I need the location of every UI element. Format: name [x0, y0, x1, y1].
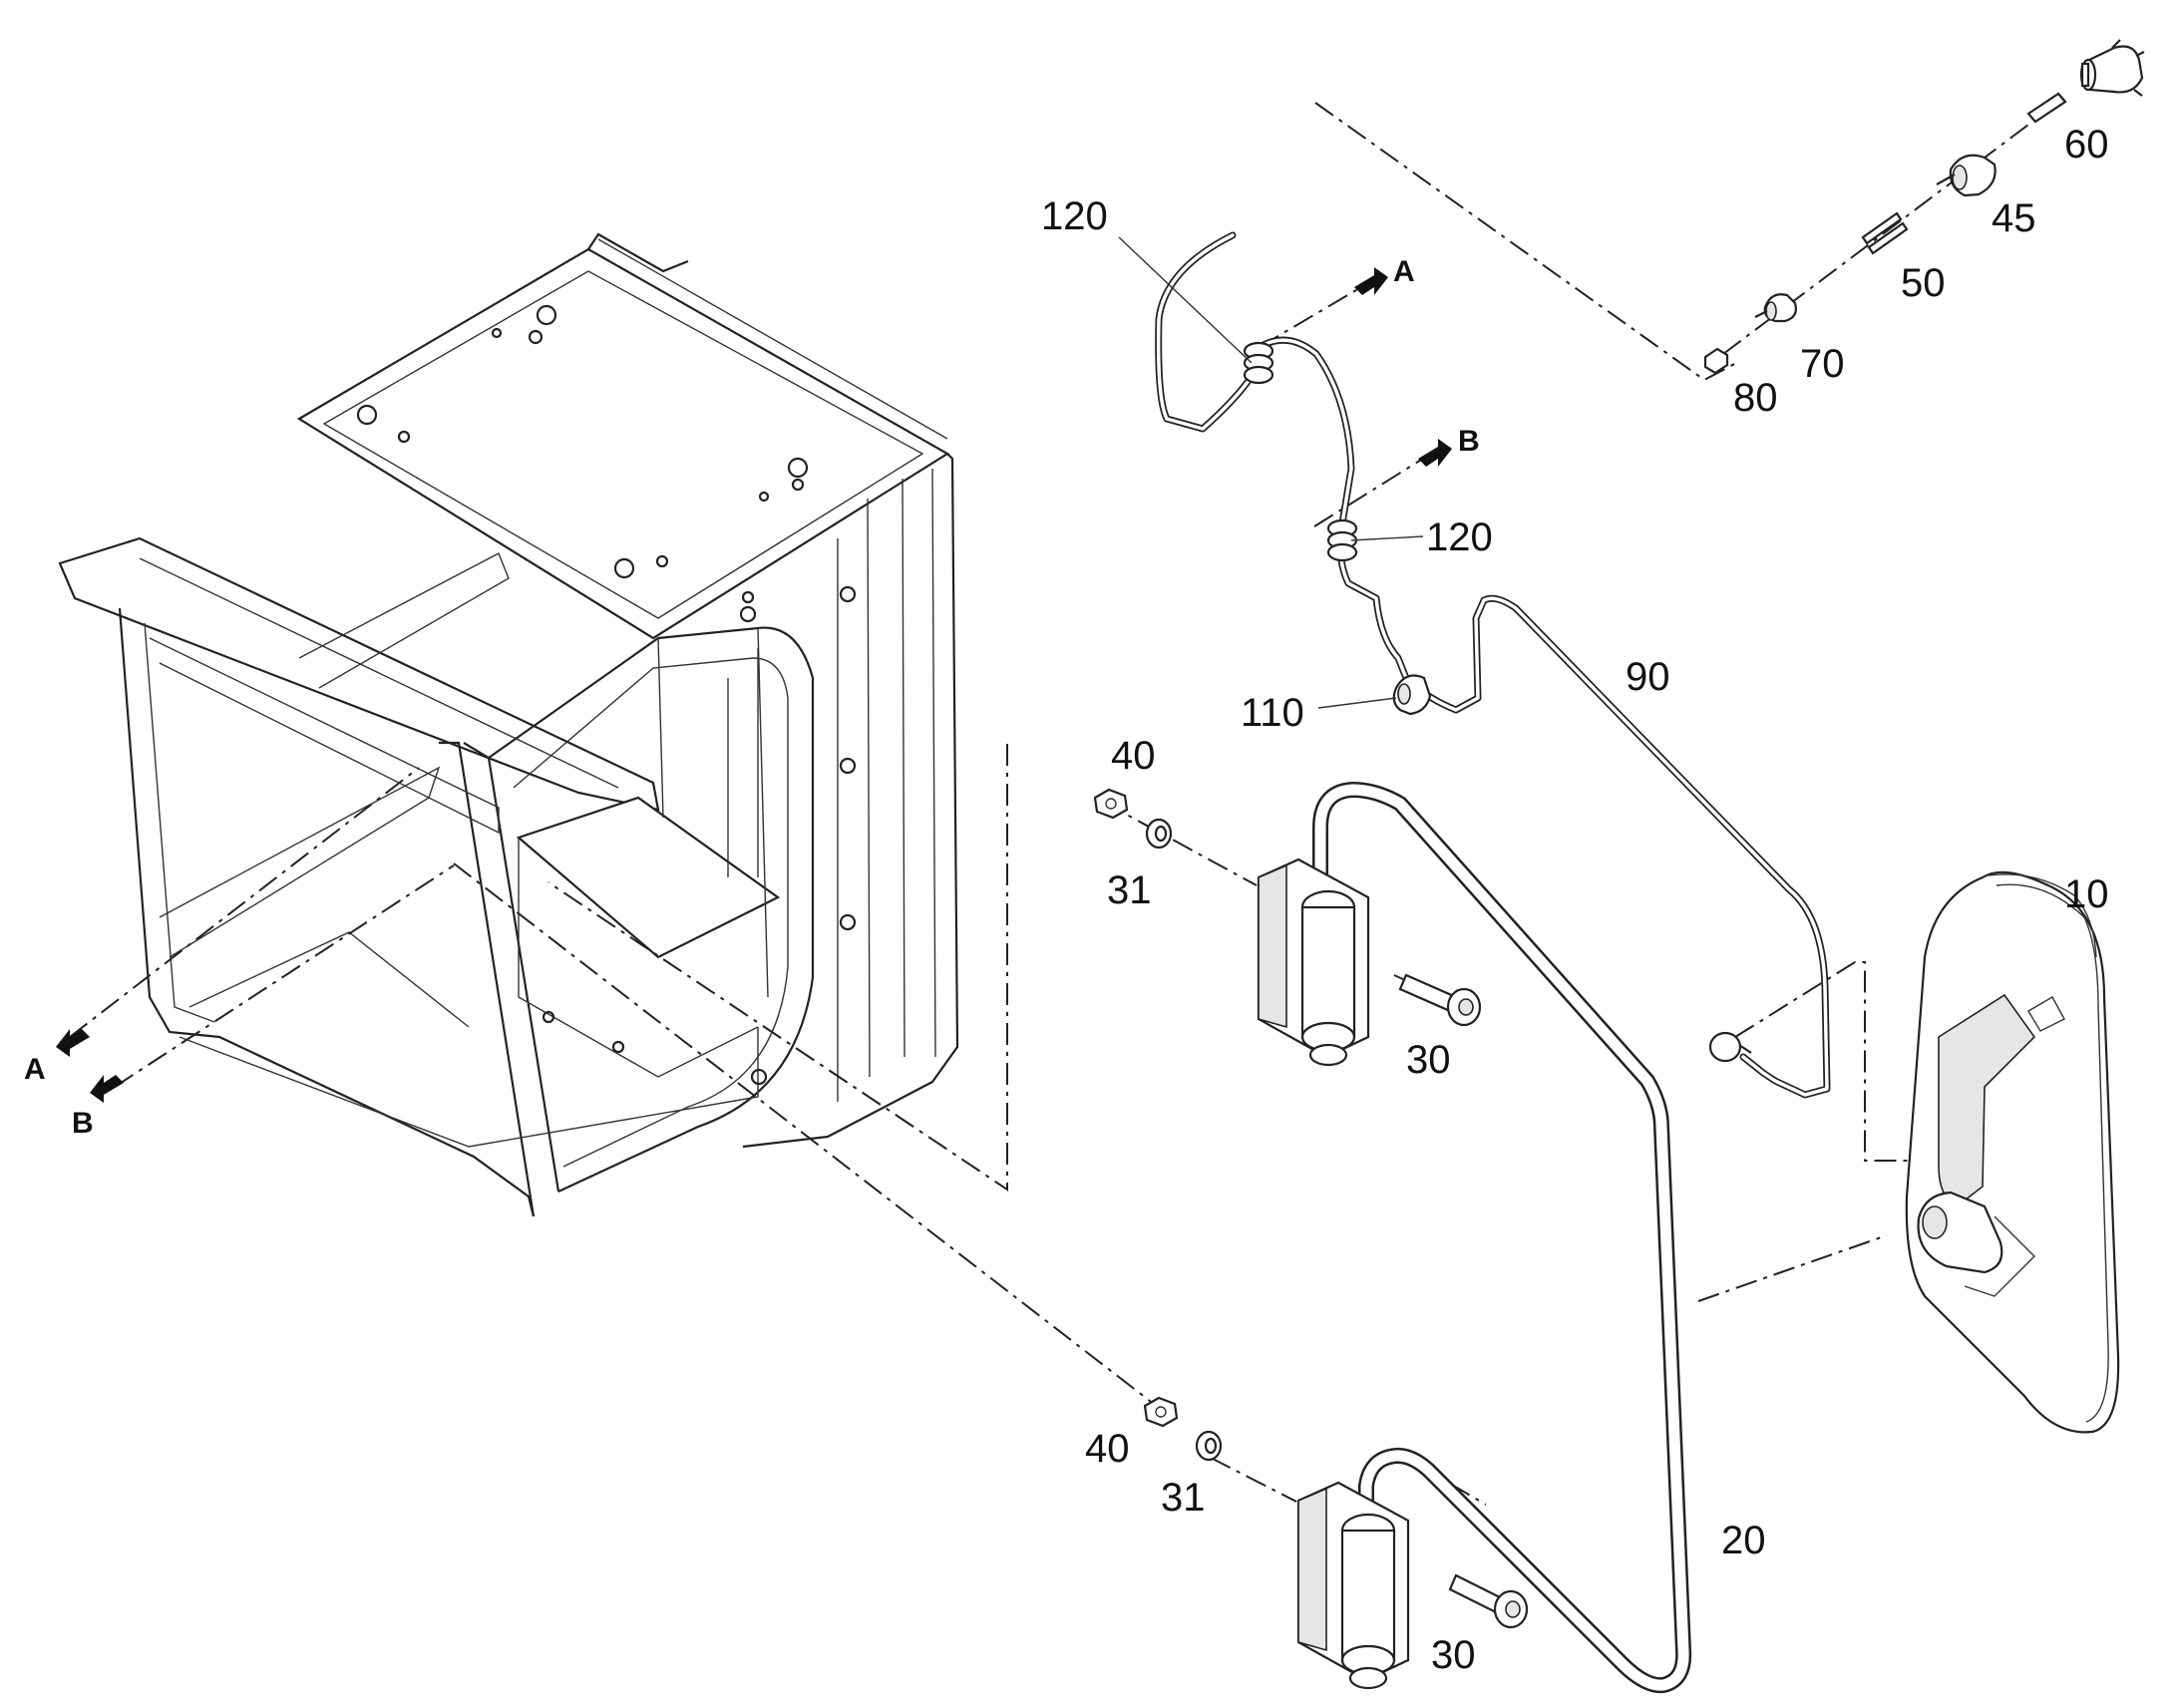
mirror-head-10	[1905, 870, 2120, 1434]
ref-arrow-b-left: B	[72, 1075, 124, 1140]
leader-lines	[1118, 236, 1424, 709]
center-lines	[69, 102, 2033, 1506]
svg-text:A: A	[1393, 255, 1415, 288]
callout-70: 70	[1800, 342, 1845, 386]
clamp-120-lower	[1326, 518, 1358, 562]
callout-30-lower: 30	[1431, 1633, 1476, 1677]
callout-40-upper: 40	[1111, 734, 1156, 778]
part-70-grommet	[1754, 293, 1797, 323]
ref-arrow-a-top: A	[1354, 255, 1415, 295]
part-60-connector	[2079, 39, 2145, 97]
mirror-arm-20	[1312, 782, 1692, 1694]
part-45-cap	[1936, 154, 1997, 197]
grommet-110	[1392, 674, 1432, 716]
callout-20: 20	[1721, 1519, 1766, 1562]
callout-30-upper: 30	[1406, 1038, 1451, 1082]
callout-120-upper: 120	[1041, 194, 1108, 238]
ref-arrow-a-left: A	[24, 1029, 90, 1086]
svg-text:B: B	[72, 1107, 94, 1140]
part-50-pins	[1861, 211, 1909, 255]
bolt-30-lower	[1448, 1573, 1529, 1629]
ref-arrow-b-top: B	[1418, 425, 1480, 467]
nut-40-lower	[1143, 1396, 1179, 1428]
callout-80: 80	[1733, 376, 1778, 420]
washer-31-upper	[1145, 818, 1173, 850]
cab-frame	[58, 232, 959, 1217]
callout-10: 10	[2064, 872, 2109, 916]
callout-90: 90	[1626, 655, 1670, 699]
lamp-connector-end	[1708, 1031, 1752, 1063]
callout-31-lower: 31	[1161, 1476, 1206, 1520]
callout-50: 50	[1901, 261, 1946, 305]
bolt-30-upper	[1398, 973, 1482, 1027]
callout-40-lower: 40	[1085, 1427, 1130, 1471]
mount-bracket-lower	[1296, 1481, 1410, 1690]
clamp-120-upper	[1243, 341, 1274, 385]
callout-labels: 60 45 50 70 80 120 120 90 110 40 31 30 1…	[1041, 123, 2109, 1677]
callout-120-lower: 120	[1426, 515, 1493, 559]
mount-bracket-upper	[1257, 857, 1370, 1067]
callout-60: 60	[2064, 123, 2109, 167]
part-80-nut	[1703, 347, 1729, 375]
svg-text:B: B	[1458, 425, 1480, 458]
part-60-pin	[2026, 92, 2067, 124]
wire-harness-90	[1155, 231, 1831, 1099]
washer-31-lower	[1195, 1430, 1223, 1462]
nut-40-upper	[1093, 788, 1129, 820]
callout-31-upper: 31	[1107, 868, 1152, 912]
callout-110: 110	[1241, 691, 1304, 735]
callout-45: 45	[1992, 196, 2036, 240]
svg-text:A: A	[24, 1053, 46, 1086]
